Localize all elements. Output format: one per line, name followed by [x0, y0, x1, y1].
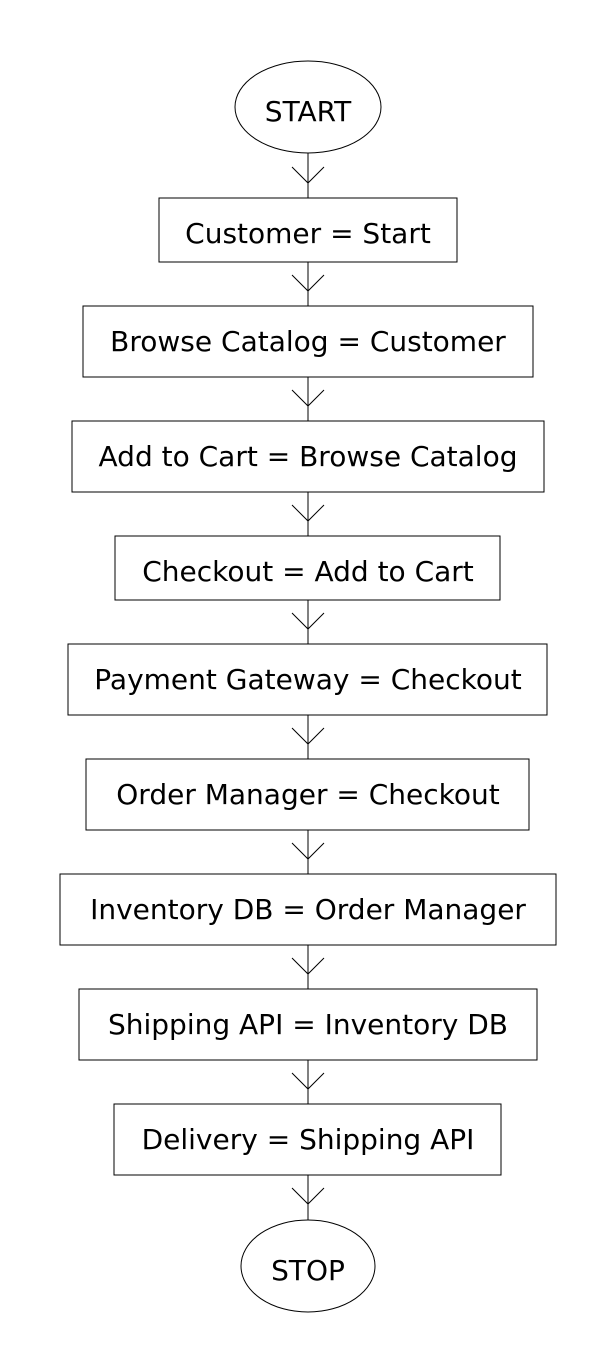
step-label: Customer = Start [185, 217, 431, 250]
process-step-1: Customer = Start [158, 197, 458, 263]
process-step-7: Inventory DB = Order Manager [59, 873, 557, 946]
stop-label: STOP [271, 1254, 345, 1287]
step-label: Add to Cart = Browse Catalog [99, 440, 518, 473]
stop-node: STOP [240, 1219, 376, 1313]
connector-step-6-to-step-7 [291, 830, 325, 874]
connector-step-2-to-step-3 [291, 377, 325, 421]
step-label: Delivery = Shipping API [142, 1123, 475, 1156]
flow-connectors [291, 152, 325, 1220]
start-node: START [234, 60, 382, 154]
process-step-6: Order Manager = Checkout [85, 758, 530, 831]
process-step-8: Shipping API = Inventory DB [78, 988, 538, 1061]
process-step-9: Delivery = Shipping API [113, 1103, 502, 1176]
process-step-4: Checkout = Add to Cart [114, 535, 501, 601]
process-step-2: Browse Catalog = Customer [82, 305, 534, 378]
process-step-5: Payment Gateway = Checkout [67, 643, 548, 716]
connector-start-to-step-1 [291, 152, 325, 198]
connector-step-7-to-step-8 [291, 945, 325, 989]
connector-step-3-to-step-4 [291, 492, 325, 536]
connector-step-4-to-step-5 [291, 600, 325, 644]
start-label: START [265, 95, 352, 128]
step-label: Payment Gateway = Checkout [94, 663, 521, 696]
step-label: Order Manager = Checkout [116, 778, 499, 811]
step-label: Shipping API = Inventory DB [108, 1008, 508, 1041]
connector-step-5-to-step-6 [291, 715, 325, 759]
step-label: Browse Catalog = Customer [110, 325, 506, 358]
connector-step-1-to-step-2 [291, 262, 325, 306]
process-step-3: Add to Cart = Browse Catalog [71, 420, 545, 493]
connector-step-9-to-stop [291, 1175, 325, 1220]
step-label: Checkout = Add to Cart [142, 555, 474, 588]
step-label: Inventory DB = Order Manager [90, 893, 526, 926]
connector-step-8-to-step-9 [291, 1060, 325, 1104]
